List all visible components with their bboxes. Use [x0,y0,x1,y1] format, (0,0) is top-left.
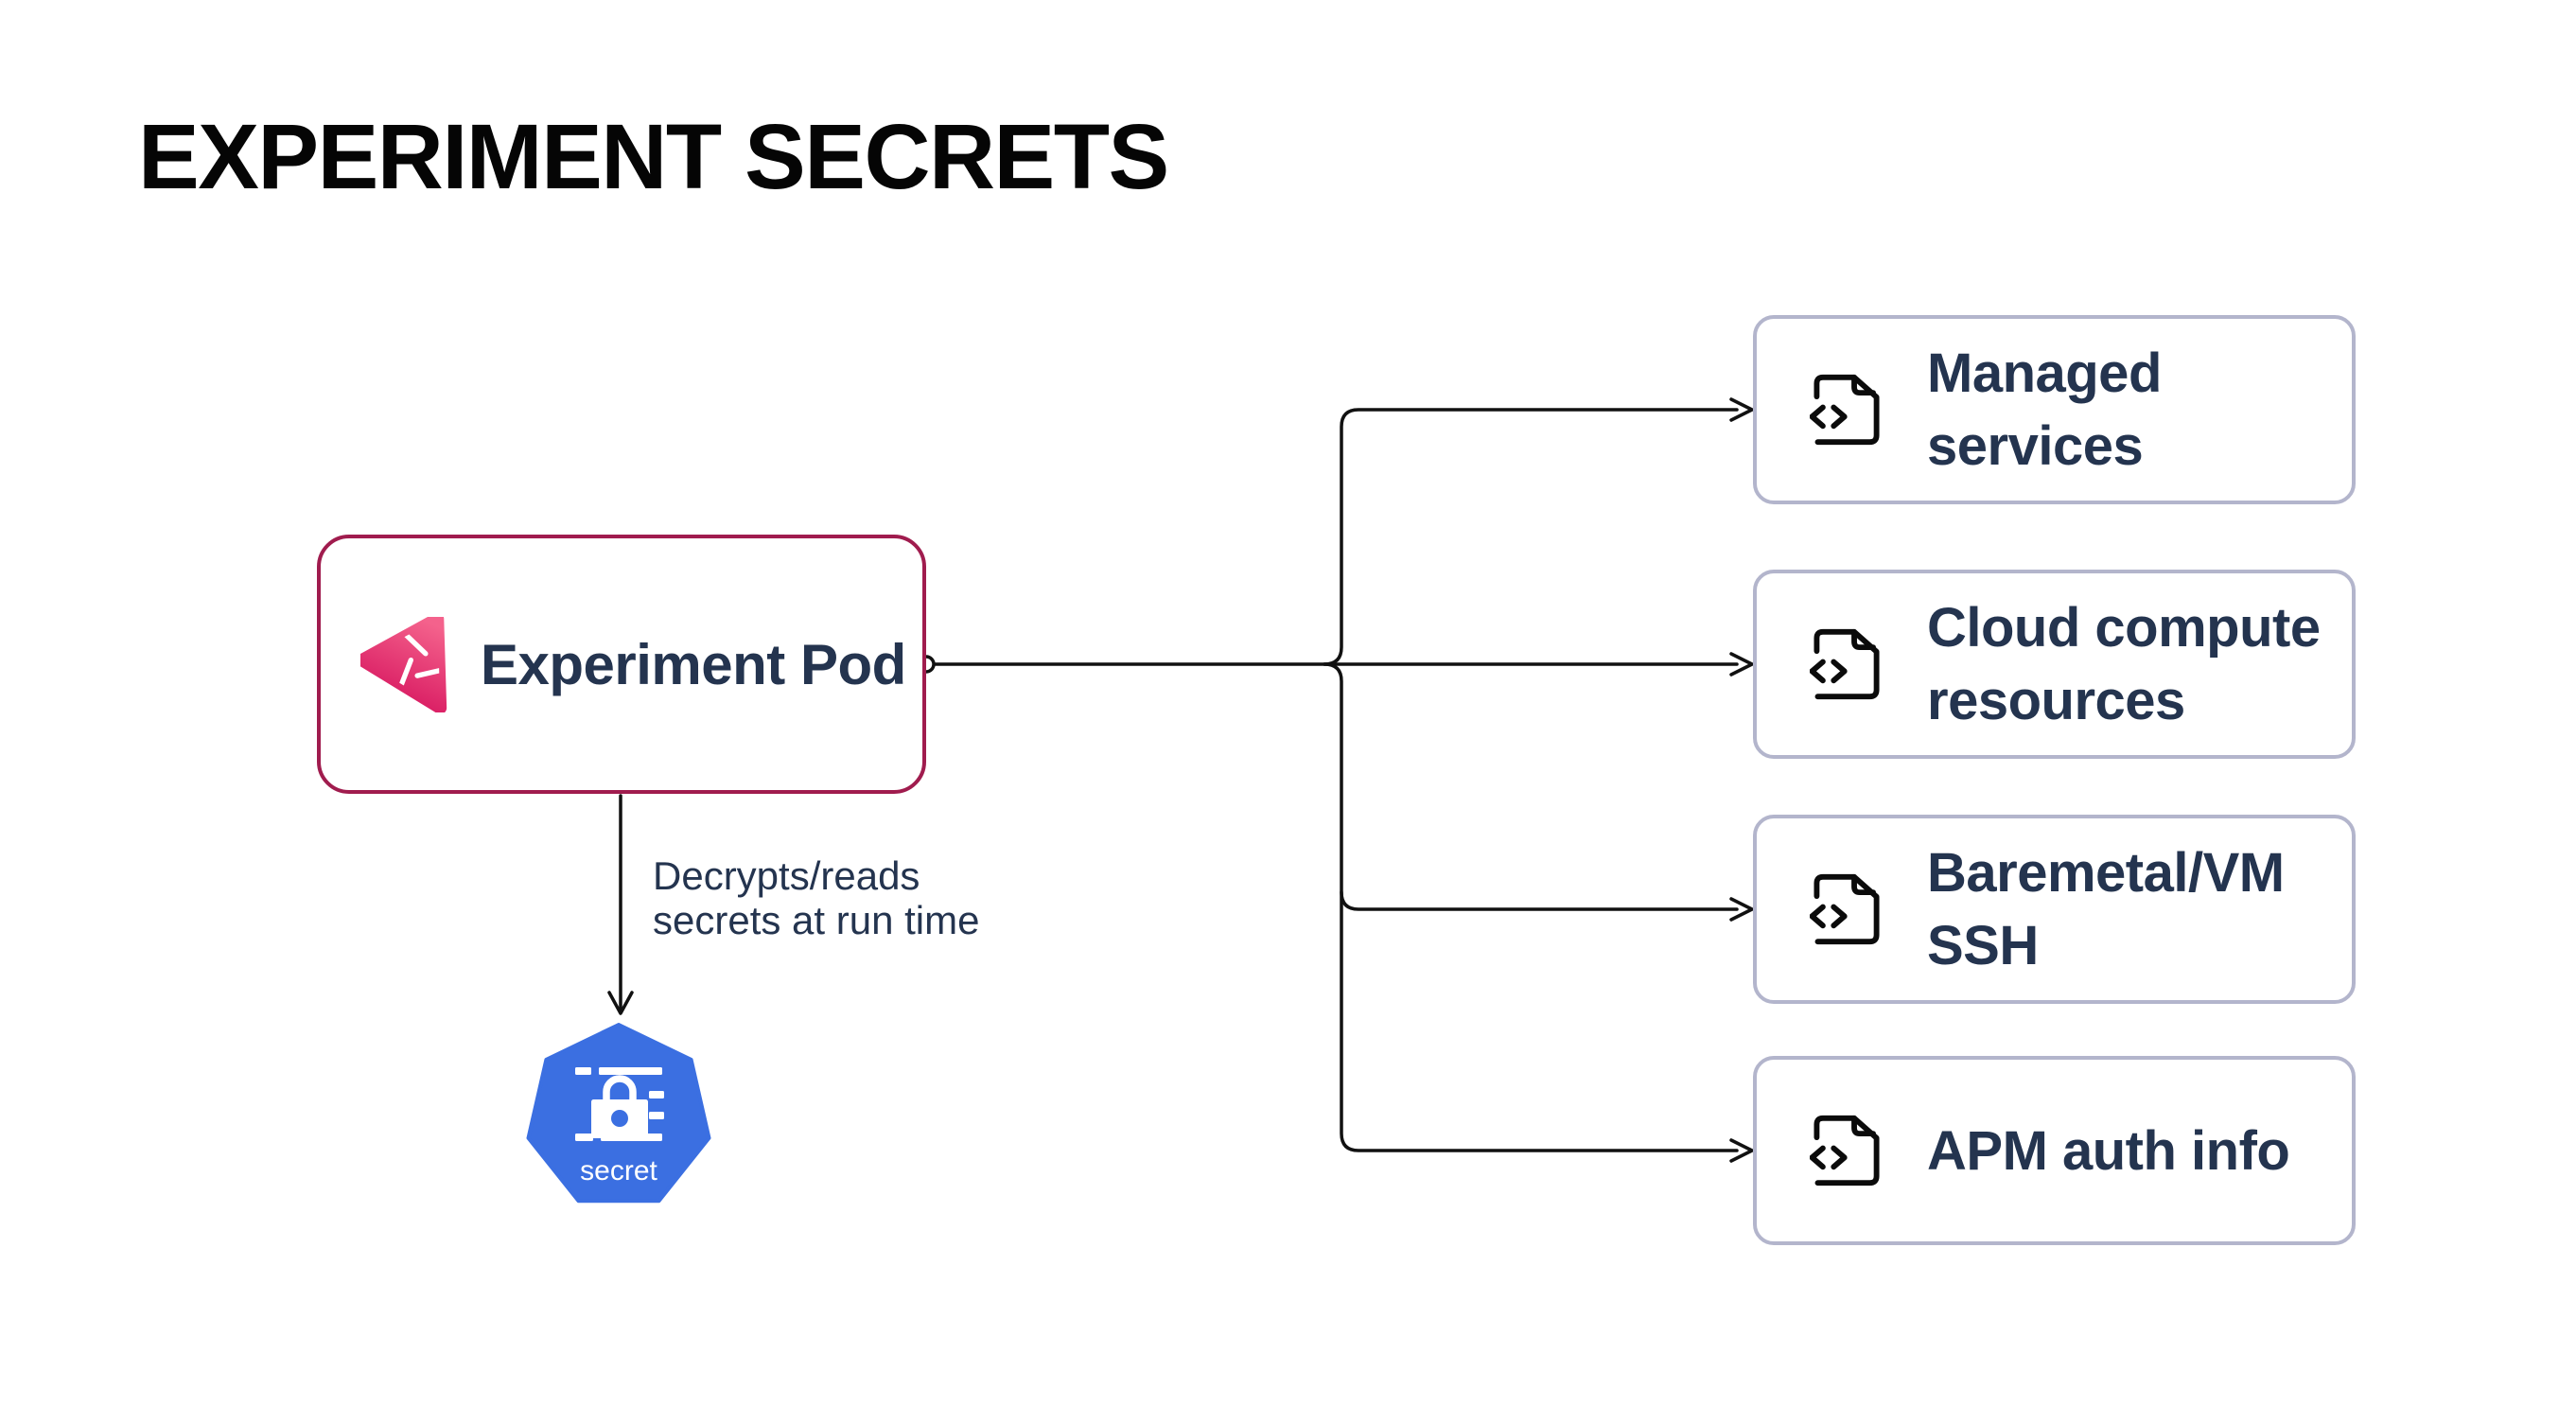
decrypt-note-line-1: Decrypts/reads [653,853,920,898]
target-box-managed-services: Managed services [1753,315,2356,504]
arrowhead-apm [1729,1138,1754,1163]
target-label: Baremetal/VM SSH [1927,836,2285,982]
arrow-pod-to-apm-auth-info [1323,662,1739,1152]
target-label-line-1: Cloud compute [1927,597,2321,659]
experiment-pod-label: Experiment Pod [481,632,906,696]
target-label-line-1: Baremetal/VM [1927,842,2285,904]
arrowhead-cloud-compute [1729,652,1754,677]
arrow-pod-to-baremetal-vm-ssh [1340,890,1739,911]
target-label-line-1: Managed [1927,343,2162,404]
arrowhead-secret [607,991,634,1015]
target-box-baremetal-vm-ssh: Baremetal/VM SSH [1753,815,2356,1004]
kubernetes-secret-node: secret [526,1023,711,1204]
experiment-pod-node: Experiment Pod [317,535,926,794]
file-code-icon [1810,1115,1880,1186]
file-code-icon [1810,628,1880,700]
target-box-cloud-compute: Cloud compute resources [1753,570,2356,759]
arrow-pod-to-managed-services [1323,408,1739,666]
target-box-apm-auth-info: APM auth info [1753,1056,2356,1245]
target-label: Managed services [1927,337,2162,483]
file-code-icon [1810,374,1880,446]
arrowhead-managed-services [1729,397,1754,422]
target-label: Cloud compute resources [1927,591,2321,737]
decrypt-note-line-2: secrets at run time [653,898,980,942]
target-label-line-1: APM auth info [1927,1119,2290,1182]
secret-label: secret [580,1155,657,1186]
arrowhead-baremetal [1729,897,1754,922]
kubernetes-secret-lock-icon [575,1067,664,1141]
target-label-line-2: SSH [1927,915,2039,976]
target-label: APM auth info [1927,1115,2290,1187]
page-title: EXPERIMENT SECRETS [138,105,1169,208]
decrypt-note: Decrypts/reads secrets at run time [653,853,979,942]
litmus-experiment-icon [360,616,447,712]
file-code-icon [1810,873,1880,945]
target-label-line-2: resources [1927,670,2185,731]
target-label-line-2: services [1927,415,2144,477]
